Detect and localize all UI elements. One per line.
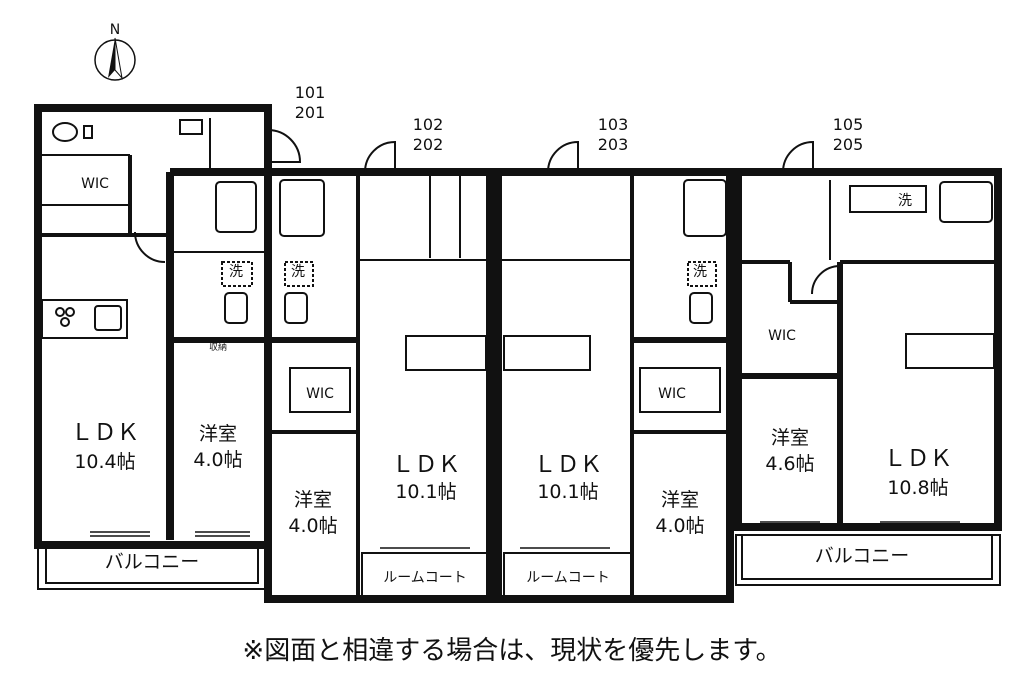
u101-storage-label: 収納 <box>209 341 227 353</box>
u105-ldk-label: ＬＤＫ <box>884 446 953 472</box>
u101-balcony-label: バルコニー <box>105 551 200 573</box>
u101-wash-label: 洗 <box>229 264 243 280</box>
north-compass-icon <box>94 37 136 81</box>
u105-ldk-size: 10.8帖 <box>887 477 948 499</box>
unit-102-walls <box>264 140 494 603</box>
u102-ldk-label: ＬＤＫ <box>392 452 461 478</box>
u102-bedroom-size: 4.0帖 <box>288 515 337 537</box>
unit-103-walls <box>494 140 734 603</box>
unit-label-205: 205 <box>833 135 864 154</box>
u105-bedroom-size: 4.6帖 <box>765 453 814 475</box>
u102-wic-label: WIC <box>306 386 334 402</box>
unit-label-203: 203 <box>598 135 629 154</box>
windows <box>90 521 960 549</box>
unit-label-105: 105 <box>833 115 864 134</box>
u105-balcony-label: バルコニー <box>815 545 910 567</box>
u103-wic-label: WIC <box>658 386 686 402</box>
u102-ldk-size: 10.1帖 <box>395 481 456 503</box>
unit-label-103: 103 <box>598 115 629 134</box>
u103-ldk-label: ＬＤＫ <box>534 452 603 478</box>
unit-label-201: 201 <box>295 103 326 122</box>
u103-ldk-size: 10.1帖 <box>537 481 598 503</box>
u103-bedroom-label: 洋室 <box>661 489 699 511</box>
u101-bedroom-label: 洋室 <box>199 423 237 445</box>
u101-wic-label: WIC <box>81 176 109 192</box>
u102-bedroom-label: 洋室 <box>294 489 332 511</box>
unit-label-102: 102 <box>413 115 444 134</box>
u101-ldk-label: ＬＤＫ <box>71 420 140 446</box>
u105-bedroom-label: 洋室 <box>771 427 809 449</box>
u102-room-coat-label: ルームコート <box>383 570 467 586</box>
u105-wic-label: WIC <box>768 328 796 344</box>
u103-bedroom-size: 4.0帖 <box>655 515 704 537</box>
unit-105-walls <box>734 140 1002 586</box>
u103-room-coat-label: ルームコート <box>526 570 610 586</box>
unit-101-walls <box>34 104 302 590</box>
u105-wash-label: 洗 <box>898 193 912 209</box>
footnote: ※図面と相違する場合は、現状を優先します。 <box>242 636 782 666</box>
unit-label-101: 101 <box>295 83 326 102</box>
u101-bedroom-size: 4.0帖 <box>193 449 242 471</box>
u101-ldk-size: 10.4帖 <box>74 451 135 473</box>
unit-label-202: 202 <box>413 135 444 154</box>
u102-wash-label: 洗 <box>291 264 305 280</box>
u103-wash-label: 洗 <box>693 264 707 280</box>
north-label: N <box>110 22 120 38</box>
